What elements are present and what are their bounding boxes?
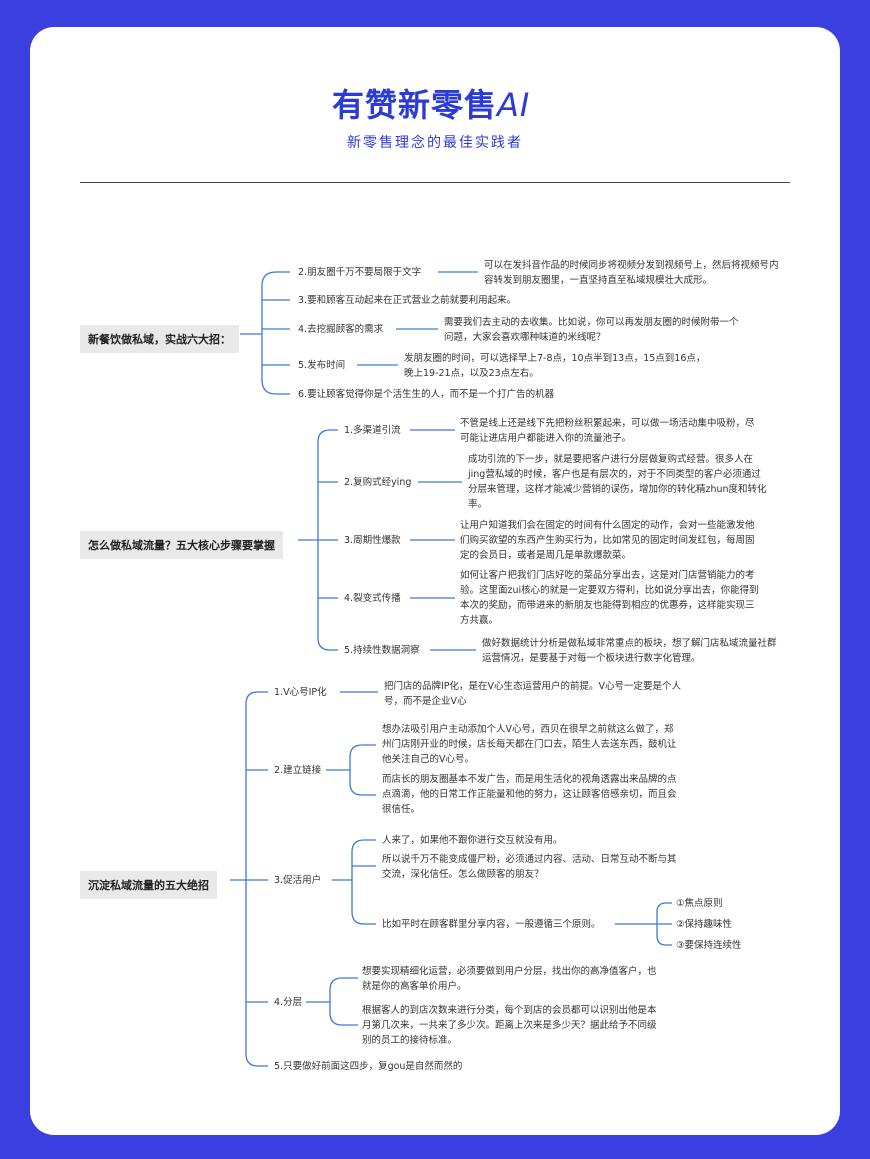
section1-root: 新餐饮做私域，实战六大招： (80, 325, 239, 353)
s2-branch-1: 1.多渠道引流 (344, 425, 401, 436)
s3-branch-3: 3.促活用户 (274, 875, 322, 886)
header-divider (80, 182, 790, 183)
s2-branch-5: 5.持续性数据洞察 (344, 645, 420, 656)
s1-branch-4: 5.发布时间 (298, 360, 346, 371)
s1-branch-1-detail: 可以在发抖音作品的时候同步将视频分发到视频号上，然后将视频号内容转发到朋友圈里，… (484, 260, 779, 286)
s3-branch-3-detail-1: 人来了，如果他不跟你进行交互就没有用。 (382, 835, 563, 846)
s2-branch-4-detail: 如何让客户把我们门店好吃的菜品分享出去，这是对门店营销能力的考验。这里面zui核… (460, 570, 759, 626)
s3-branch-4: 4.分层 (274, 997, 303, 1008)
s3-branch-1-detail: 把门店的品牌IP化，是在V心生态运营用户的前提。V心号一定要是个人号，而不是企业… (384, 681, 682, 707)
principle-item: ①焦点原则 (676, 898, 723, 909)
principle-item: ②保持趣味性 (676, 919, 733, 930)
principle-item: ③要保持连续性 (676, 940, 742, 951)
s1-branch-2: 3.要和顾客互动起来在正式营业之前就要利用起来。 (298, 295, 517, 306)
content-card (30, 27, 840, 1135)
s3-branch-4-detail-1: 想要实现精细化运营，必须要做到用户分层，找出你的高净值客户，也就是你的高客单价用… (362, 966, 657, 992)
s1-branch-3-detail: 需要我们去主动的去收集。比如说，你可以再发朋友圈的时候附带一个问题，大家会喜欢哪… (444, 317, 739, 343)
s3-branch-5: 5.只要做好前面这四步，复gou是自然而然的 (274, 1061, 463, 1072)
s1-branch-4-detail: 发朋友圈的时间，可以选择早上7-8点，10点半到13点，15点到16点，晚上19… (404, 353, 706, 379)
s2-branch-5-detail: 做好数据统计分析是做私域非常重点的板块，想了解门店私域流量社群运营情况，是要基于… (482, 638, 777, 664)
s2-branch-1-detail: 不管是线上还是线下先把粉丝积累起来，可以做一场活动集中吸粉，尽可能让进店用户都能… (460, 418, 755, 444)
s3-branch-3-detail-2: 所以说千万不能变成僵尸粉，必须通过内容、活动、日常互动不断与其交流，深化信任。怎… (382, 854, 677, 880)
section3-root: 沉淀私域流量的五大绝招 (80, 871, 217, 899)
s3-branch-2-detail-2: 而店长的朋友圈基本不发广告，而是用生活化的视角透露出来品牌的点点滴滴，他的日常工… (382, 774, 677, 815)
s2-branch-2: 2.复购式经ying (344, 477, 412, 488)
s1-branch-5: 6.要让顾客觉得你是个活生生的人，而不是一个打广告的机器 (298, 389, 555, 400)
s3-branch-2: 2.建立链接 (274, 765, 322, 776)
section2-root: 怎么做私域流量？五大核心步骤要掌握 (80, 531, 283, 559)
s3-branch-2-detail-1: 想办法吸引用户主动添加个人V心号，西贝在很早之前就这么做了，郑州门店刚开业的时候… (382, 724, 677, 765)
brand-slogan: 新零售理念的最佳实践者 (347, 135, 523, 151)
s2-branch-4: 4.裂变式传播 (344, 593, 401, 604)
s1-branch-3: 4.去挖掘顾客的需求 (298, 324, 384, 335)
s3-branch-1: 1.V心号IP化 (274, 687, 327, 698)
s2-branch-3: 3.周期性爆款 (344, 535, 401, 546)
s2-branch-3-detail: 让用户知道我们会在固定的时间有什么固定的动作，会对一些能激发他们购买欲望的东西产… (460, 520, 755, 561)
brand-logo: 有赞新零售AI (332, 86, 531, 124)
s3-branch-4-detail-2: 根据客人的到店次数来进行分类，每个到店的会员都可以识别出他是本月第几次来，一共来… (362, 1005, 657, 1046)
s3-branch-3-detail-3: 比如平时在顾客群里分享内容，一般遵循三个原则。 (382, 919, 601, 930)
s1-branch-1: 2.朋友圈千万不要局限于文字 (298, 267, 422, 278)
